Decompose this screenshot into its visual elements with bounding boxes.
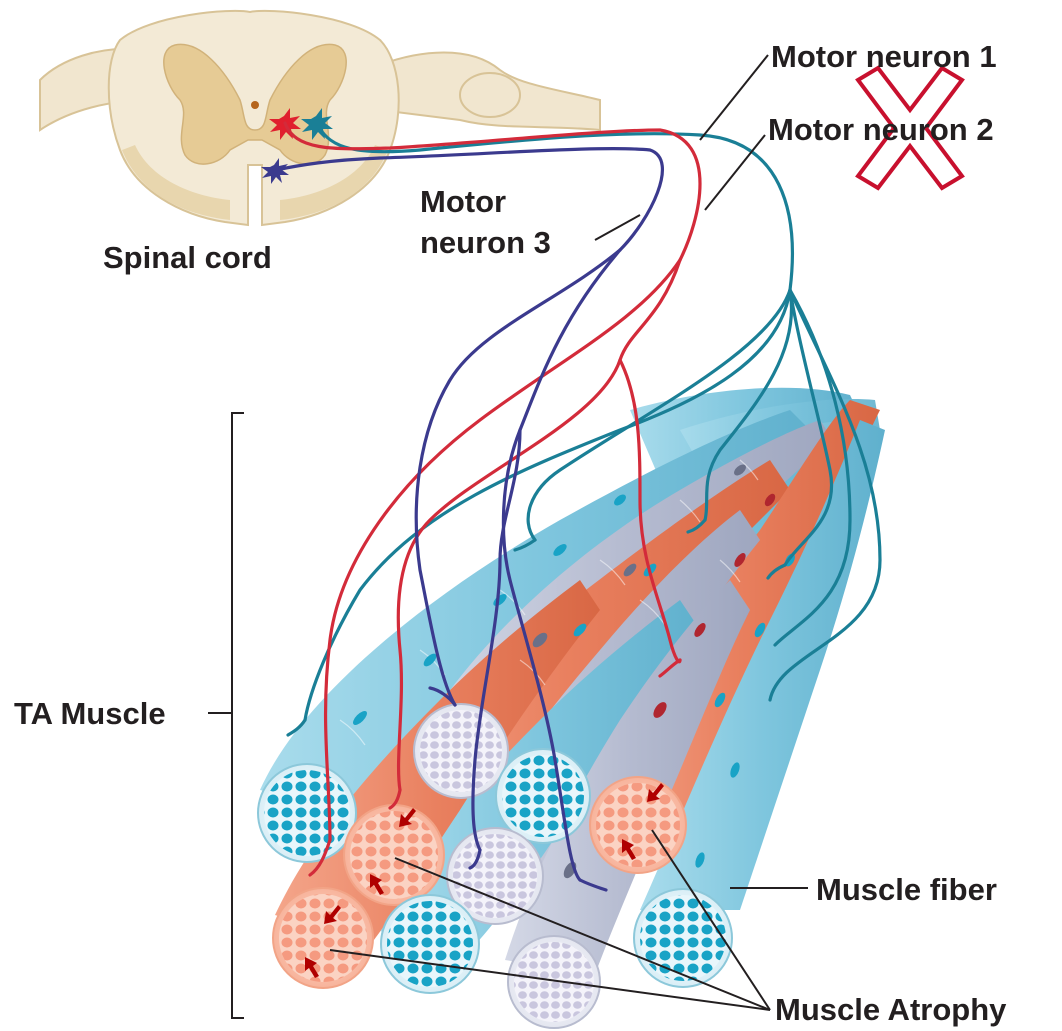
fiber-cross-section-grey-3 — [508, 936, 600, 1028]
fiber-cross-section-red-1 — [344, 805, 444, 905]
fiber-cross-section-blue-1 — [258, 764, 356, 862]
motor-neuron-1-label: Motor neuron 1 — [771, 39, 997, 74]
ta-muscle-bracket — [208, 413, 244, 1018]
motor-neuron-3-label-line2: neuron 3 — [420, 225, 551, 260]
ta-muscle-label: TA Muscle — [14, 696, 166, 731]
fiber-cross-section-grey-1 — [414, 704, 508, 798]
motor-neuron-3-label-line1: Motor — [420, 184, 506, 219]
motor-neuron-2-label: Motor neuron 2 — [768, 112, 994, 147]
leader-motor-neuron-2 — [705, 135, 765, 210]
spinal-cord-section — [40, 11, 600, 225]
muscle-fiber-label: Muscle fiber — [816, 872, 997, 907]
fiber-cross-section-blue-2 — [496, 749, 590, 843]
muscle-atrophy-label: Muscle Atrophy — [775, 992, 1007, 1027]
muscle-fascicle — [258, 388, 885, 1028]
fiber-cross-section-blue-4 — [634, 889, 732, 987]
spinal-cord-label: Spinal cord — [103, 240, 272, 275]
fiber-cross-section-blue-3 — [381, 895, 479, 993]
fiber-cross-section-red-3 — [273, 888, 373, 988]
leader-motor-neuron-1 — [700, 55, 768, 140]
